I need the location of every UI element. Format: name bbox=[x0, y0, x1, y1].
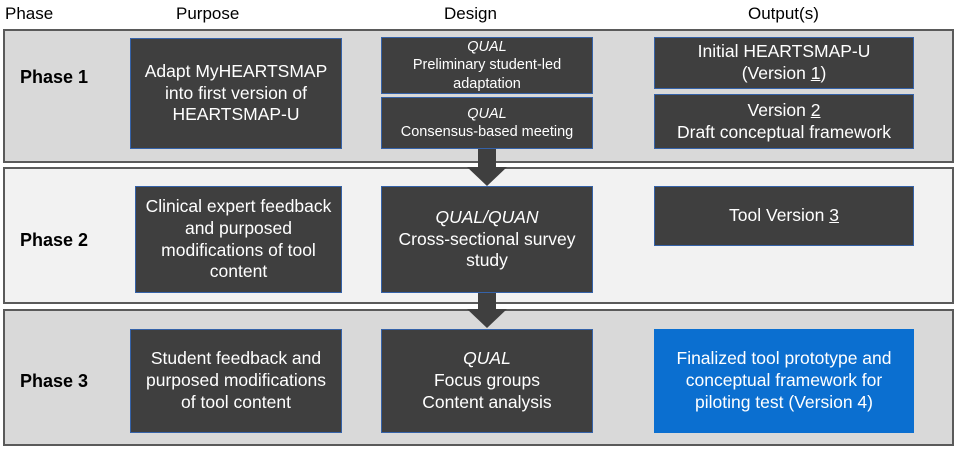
design-line: Focus groups bbox=[433, 370, 541, 391]
output-line: Version 2 bbox=[747, 99, 821, 120]
phase-2-label: Phase 2 bbox=[20, 230, 89, 250]
phase-1-label: Phase 1 bbox=[20, 67, 89, 87]
phase-1-design-box-1: QUAL Preliminary student-led adaptation bbox=[381, 37, 593, 94]
phase-2-purpose-line: Clinical expert feedback bbox=[145, 195, 332, 216]
version-number: 3 bbox=[829, 205, 839, 226]
output-line: (Version 1) bbox=[741, 63, 827, 83]
phase-2-purpose-line: modifications of tool bbox=[161, 239, 316, 260]
phase-3-label: Phase 3 bbox=[20, 371, 89, 391]
design-line: adaptation bbox=[453, 75, 521, 92]
phase-3-design-box: QUAL Focus groups Content analysis bbox=[381, 329, 593, 433]
output-line: Initial HEARTSMAP-U bbox=[697, 41, 871, 62]
phase-2-purpose-line: and purposed bbox=[184, 217, 293, 238]
phase-1-purpose-line: Adapt MyHEARTSMAP bbox=[144, 60, 328, 81]
output-line: conceptual framework for bbox=[685, 370, 883, 391]
design-line: study bbox=[466, 250, 508, 271]
output-line: Draft conceptual framework bbox=[677, 121, 891, 142]
phase-1-purpose-box: Adapt MyHEARTSMAP into first version of … bbox=[130, 38, 342, 149]
phase-1-design-box-2: QUAL Consensus-based meeting bbox=[381, 97, 593, 149]
phase-2-output-box: Tool Version 3 bbox=[654, 186, 914, 246]
phase-2-purpose-line: content bbox=[209, 261, 268, 282]
header-phase: Phase bbox=[5, 4, 54, 23]
phase-3-purpose-line: of tool content bbox=[181, 391, 291, 412]
header-purpose: Purpose bbox=[176, 4, 240, 23]
design-line: Content analysis bbox=[422, 391, 552, 412]
phase-2-purpose-box: Clinical expert feedback and purposed mo… bbox=[135, 186, 342, 293]
phase-3-purpose-line: Student feedback and bbox=[150, 348, 322, 369]
design-line: Consensus-based meeting bbox=[400, 124, 574, 140]
phase-3-output-box: Finalized tool prototype and conceptual … bbox=[654, 329, 914, 433]
design-line: Cross-sectional survey bbox=[398, 228, 576, 249]
design-line: Preliminary student-led bbox=[412, 57, 562, 74]
output-line: Finalized tool prototype and bbox=[676, 348, 892, 369]
phase-1-output-box-2: Version 2 Draft conceptual framework bbox=[654, 94, 914, 149]
design-method: QUAL bbox=[467, 39, 507, 56]
version-number: 1 bbox=[810, 63, 821, 83]
phase-1-purpose-line: HEARTSMAP-U bbox=[172, 104, 300, 125]
version-number: 2 bbox=[810, 99, 821, 120]
phase-1-output-box-1: Initial HEARTSMAP-U (Version 1) bbox=[654, 37, 914, 89]
phase-3-purpose-line: purposed modifications bbox=[146, 370, 326, 391]
design-method: QUAL bbox=[463, 348, 511, 369]
phase-2-design-box: QUAL/QUAN Cross-sectional survey study bbox=[381, 186, 593, 293]
down-arrow-icon bbox=[467, 149, 507, 186]
design-method: QUAL/QUAN bbox=[435, 206, 539, 227]
output-line: Tool Version 3 bbox=[729, 205, 839, 226]
design-method: QUAL bbox=[467, 105, 507, 122]
header-design: Design bbox=[444, 4, 497, 23]
header-outputs: Output(s) bbox=[748, 4, 819, 23]
phase-3-purpose-box: Student feedback and purposed modificati… bbox=[130, 329, 342, 433]
down-arrow-icon bbox=[467, 293, 507, 328]
output-line: piloting test (Version 4) bbox=[694, 391, 873, 412]
phase-1-purpose-line: into first version of bbox=[165, 82, 307, 103]
